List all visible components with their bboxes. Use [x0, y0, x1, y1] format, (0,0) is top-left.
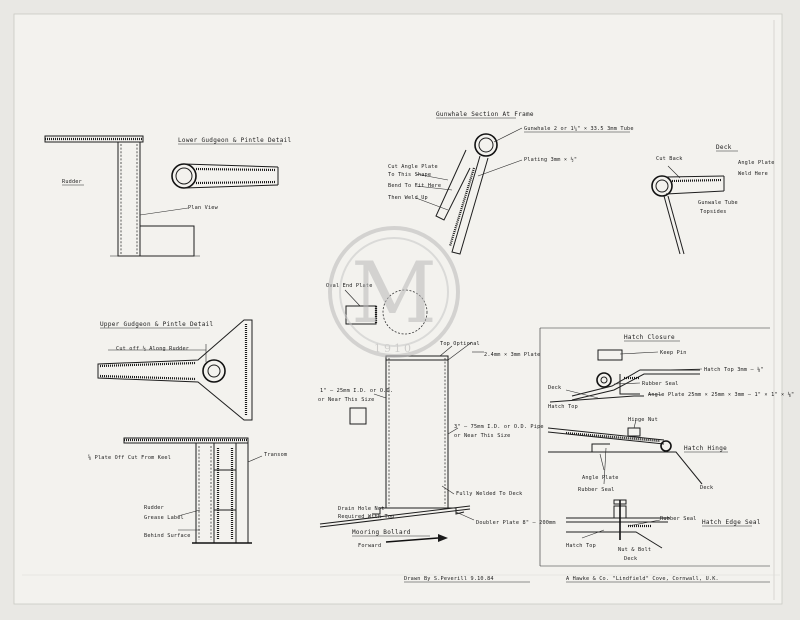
oval-end-label: Oval End Plate [326, 283, 373, 289]
gunwale-tube-right: Gunwale Tube [698, 200, 738, 206]
title-block: Drawn By S.Peverill 9.10.84 A Hawke & Co… [404, 576, 770, 583]
doubler-label: Doubler Plate 8" – 200mm [476, 520, 556, 526]
deck-detail: Deck Cut Back Angle Plate Weld Here Gunw… [651, 144, 775, 255]
upper-gudgeon-title: Upper Gudgeon & Pintle Detail [100, 321, 214, 328]
company-text: A Hawke & Co. "Lindfield" Cove, Cornwall… [566, 576, 719, 582]
deck-label-e: Deck [624, 556, 638, 562]
transom-rudder-detail: ⅝ Plate Off Cut From Keel Transom Rudder… [88, 437, 287, 544]
watermark-letter: M [351, 244, 437, 342]
rubber-seal-label: Rubber Seal [642, 381, 679, 387]
gunwhale-section: Gunwhale Section At Frame Gunwhale 2 or … [388, 111, 634, 255]
rudder-label: Rudder [62, 179, 82, 185]
cut-back-label: Cut Back [656, 156, 683, 162]
hatch-hinge-title: Hatch Hinge [684, 445, 727, 452]
forward-label: Forward [358, 543, 381, 549]
mooring-bollard-title: Mooring Bollard [352, 529, 411, 536]
lower-gudgeon-title: Lower Gudgeon & Pintle Detail [178, 137, 292, 144]
hatch-top-label: Hatch Top 3mm – ⅛" [704, 366, 764, 373]
rubber-seal-label-e: Rubber Seal [660, 516, 697, 522]
rudder-label-b: Rudder [144, 505, 164, 511]
angle-dims-label: 25mm × 25mm × 3mm – 1" × 1" × ⅛" [688, 391, 794, 398]
rubber-seal-label-h: Rubber Seal [578, 487, 615, 493]
pipe-large-label-2: or Near This Size [454, 433, 511, 439]
cut-angle-label: Cut Angle Plate [388, 164, 438, 170]
hatch-edge-title: Hatch Edge Seal [702, 519, 761, 526]
plan-view-label: Plan View [188, 205, 219, 211]
cut-along-label: Cut off ⅓ Along Rudder [116, 345, 189, 352]
hatch-closure-title: Hatch Closure [624, 334, 675, 341]
cut-angle-label-2: To This Shape [388, 172, 431, 178]
mooring-bollard-detail: Oval End Plate Top Optional 2.4mm × 3mm … [318, 283, 556, 549]
angle-plate-label-hc: Angle Plate [648, 392, 685, 398]
hinge-nut-label: Hinge Nut [628, 417, 658, 423]
keep-pin-label: Keep Pin [660, 350, 687, 356]
lower-gudgeon-detail: Lower Gudgeon & Pintle Detail Plan View … [44, 135, 292, 257]
drain-hole-label-2: Required With Top [338, 514, 395, 520]
hatch-details-box: Hatch Closure Keep Pin Hatch Top 3mm – ⅛… [539, 327, 794, 567]
deck-title: Deck [716, 144, 732, 151]
plate-off-label: ⅝ Plate Off Cut From Keel [88, 454, 171, 461]
angle-plate-label-h: Angle Plate [582, 475, 619, 481]
pipe-small-label: 1" – 25mm I.D. or O.D. [320, 388, 393, 394]
transom-label: Transom [264, 452, 287, 458]
watermark-subtext: 1910 [374, 342, 414, 355]
deck-label-h: Deck [700, 485, 714, 491]
watermark-logo: M 1910 [328, 226, 460, 358]
behind-surface-label: Behind Surface [144, 533, 191, 539]
gunwhale-title: Gunwhale Section At Frame [436, 111, 534, 118]
deck-label-hc: Deck [548, 385, 562, 391]
drain-hole-label: Drain Hole Not [338, 506, 385, 512]
gunwale-tube-label: Gunwhale 2 or 1¼" × 33.5 3mm Tube [524, 126, 634, 132]
angle-plate-label: Angle Plate [738, 160, 775, 166]
nut-bolt-label: Nut & Bolt [618, 547, 651, 553]
paper [13, 13, 783, 605]
plating-label: Plating 3mm × ½" [524, 156, 577, 163]
top-optional-label: Top Optional [440, 341, 480, 347]
hatch-top-label-e: Hatch Top [566, 543, 596, 549]
bend-fit-label: Bend To Fit Here [388, 183, 441, 189]
forward-arrow [438, 534, 448, 542]
pipe-small-label-2: or Near This Size [318, 397, 375, 403]
upper-gudgeon-detail: Upper Gudgeon & Pintle Detail Cut off ⅓ … [97, 319, 253, 421]
hatch-top-label-h: Hatch Top [548, 404, 578, 410]
plate-3mm-label: 2.4mm × 3mm Plate [484, 352, 541, 358]
pipe-large-label: 3" – 75mm I.D. or O.D. Pipe [454, 424, 544, 430]
grease-label: Grease Label [144, 515, 184, 521]
topsides-label: Topsides [700, 209, 727, 215]
then-weld-label: Then Weld Up [388, 195, 428, 201]
fully-welded-label: Fully Welded To Deck [456, 491, 523, 497]
weld-here-label: Weld Here [738, 171, 768, 177]
drawn-by-text: Drawn By S.Peverill 9.10.84 [404, 576, 494, 582]
